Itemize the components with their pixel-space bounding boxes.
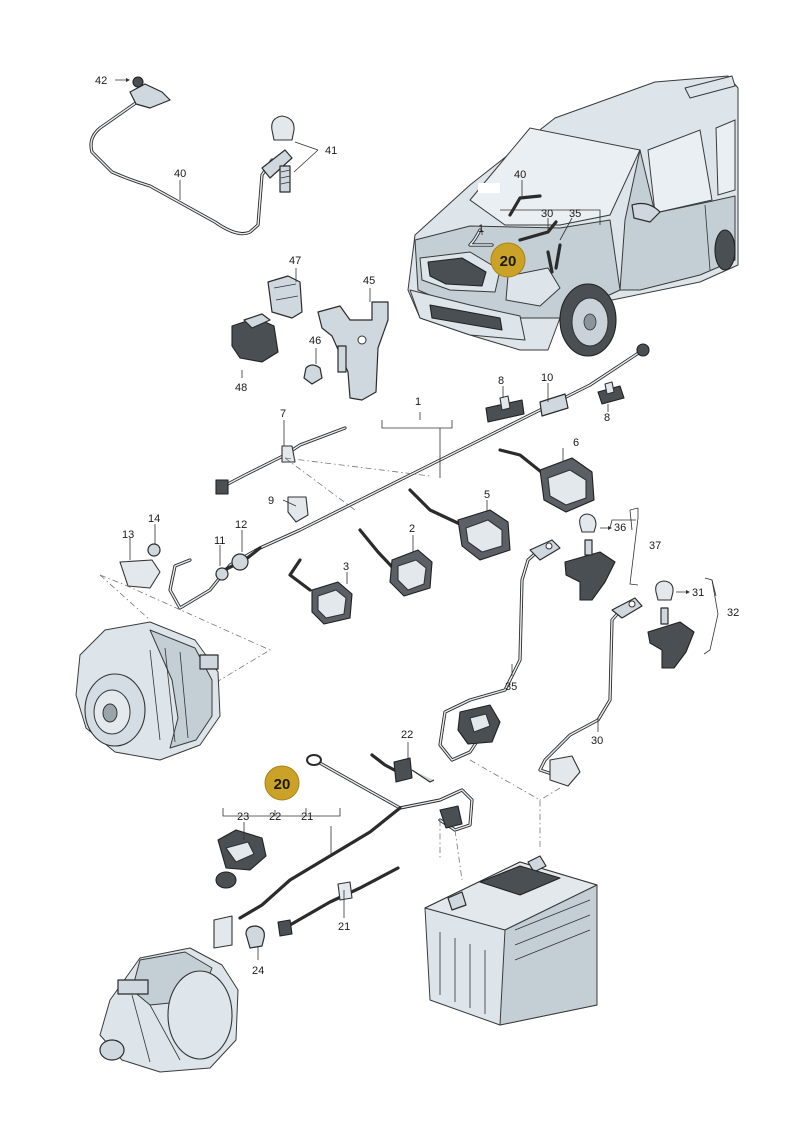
- callout-32: 32: [727, 607, 739, 619]
- callout-35: 35: [505, 681, 517, 693]
- callout-21-top: 21: [301, 811, 313, 823]
- callout-3: 3: [343, 561, 349, 573]
- callout-car-40: 40: [514, 169, 526, 181]
- callout-14: 14: [148, 513, 160, 525]
- callout-40: 40: [174, 168, 186, 180]
- battery: [424, 855, 598, 1026]
- callout-1: 1: [415, 396, 421, 408]
- battery-cable-30: [538, 597, 643, 787]
- badge-20-bottom-label: 20: [274, 776, 291, 793]
- bracket-32: [647, 580, 695, 669]
- callout-23: 23: [237, 811, 249, 823]
- callout-2: 2: [409, 523, 415, 535]
- callout-car-35: 35: [569, 208, 581, 220]
- callout-car-1: 1: [478, 223, 484, 235]
- battery-cable-35: [438, 539, 561, 762]
- callout-24: 24: [252, 965, 264, 977]
- callout-42: 42: [95, 75, 107, 87]
- starter-harness-21: [213, 753, 474, 949]
- callout-22-top: 22: [401, 729, 413, 741]
- callout-5: 5: [484, 489, 490, 501]
- callout-12: 12: [235, 519, 247, 531]
- callout-11: 11: [214, 535, 225, 547]
- ground-strap-40: [89, 76, 295, 236]
- starter-motor: [99, 947, 239, 1073]
- callout-48: 48: [235, 382, 247, 394]
- callout-13: 13: [122, 529, 134, 541]
- callout-8-left: 8: [498, 375, 504, 387]
- relay-bracket-group: [231, 275, 389, 401]
- main-harness-1: [119, 343, 650, 625]
- callout-30: 30: [591, 735, 603, 747]
- callout-45: 45: [363, 275, 375, 287]
- alternator: [75, 621, 221, 761]
- callout-41: 41: [325, 145, 337, 157]
- callout-47: 47: [289, 255, 301, 267]
- callout-21: 21: [338, 921, 350, 933]
- callout-10: 10: [541, 372, 553, 384]
- callout-36: 36: [614, 522, 626, 534]
- callout-8-right: 8: [604, 412, 610, 424]
- badge-20-bottom: 20: [264, 765, 300, 801]
- callout-6: 6: [573, 437, 579, 449]
- callout-22: 22: [269, 811, 281, 823]
- bracket-37: [564, 513, 616, 601]
- callout-9: 9: [268, 495, 274, 507]
- badge-20-top: 20: [490, 242, 526, 278]
- callout-31: 31: [692, 587, 704, 599]
- callout-7: 7: [280, 408, 286, 420]
- callout-37: 37: [649, 540, 661, 552]
- callout-46: 46: [309, 335, 321, 347]
- callout-car-30: 30: [541, 208, 553, 220]
- badge-20-top-label: 20: [500, 253, 517, 270]
